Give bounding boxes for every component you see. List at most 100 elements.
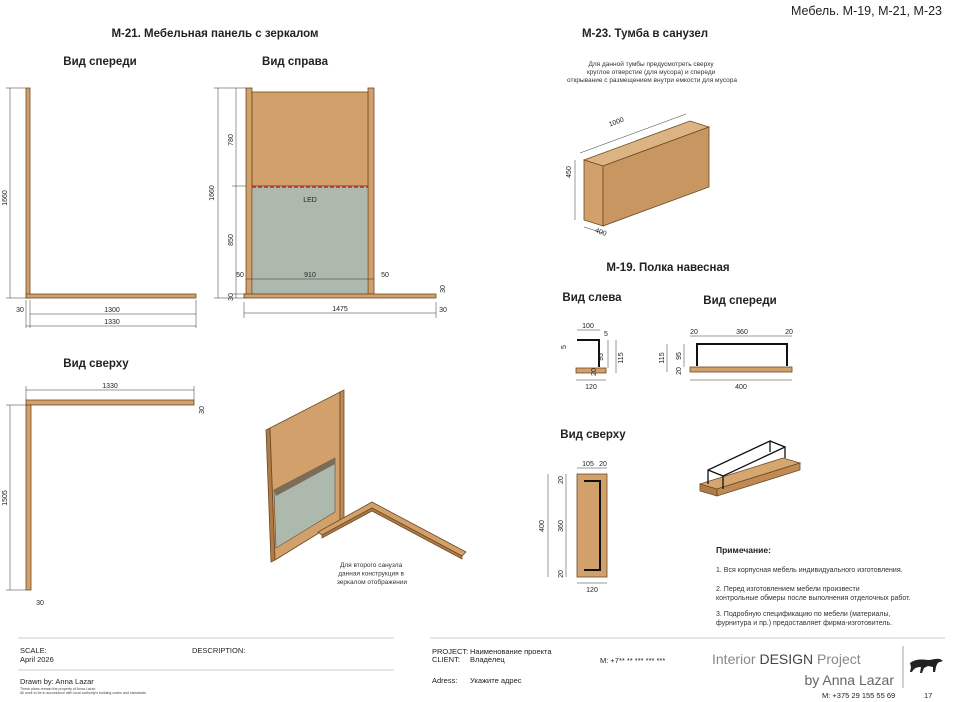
right-base-panel bbox=[243, 293, 437, 299]
iso-base-edge bbox=[321, 507, 463, 560]
iso-mirror bbox=[273, 457, 336, 549]
designer-phone: M: +375 29 155 55 69 bbox=[822, 691, 895, 700]
client-label: CLIENT: bbox=[432, 655, 460, 664]
m19-shelf-iso bbox=[698, 439, 802, 497]
top-thk-dim: 30 bbox=[199, 406, 206, 414]
top-w20-dim: 20 bbox=[599, 461, 607, 468]
right-left-side bbox=[245, 87, 253, 295]
front-width-inner-dim: 1300 bbox=[104, 307, 120, 314]
cabinet-front bbox=[583, 159, 604, 227]
left-gap-dim: 5 bbox=[604, 331, 608, 338]
m23-cabinet-iso: 1000 450 400 bbox=[566, 113, 711, 238]
right-height-total-dim: 1660 bbox=[209, 185, 216, 201]
adress-value: Укажите адрес bbox=[470, 676, 522, 685]
fine-print-1: These plans remain the property of Anna … bbox=[20, 687, 96, 691]
m19-title: М-19. Полка навесная bbox=[606, 262, 729, 274]
drawn-by: Drawn by: Anna Lazar bbox=[20, 677, 94, 686]
front-vertical-panel bbox=[25, 87, 31, 299]
note-item-3: 3. Подробную спецификацию по мебели (мат… bbox=[716, 610, 892, 627]
m21-title: М-21. Мебельная панель с зеркалом bbox=[111, 28, 318, 40]
shelf-left-board bbox=[575, 367, 607, 374]
note-item-1: 1. Вся корпусная мебель индивидуального … bbox=[716, 566, 903, 574]
shelf-front-board bbox=[689, 366, 793, 373]
project-label: PROJECT: bbox=[432, 647, 468, 656]
m19-top-view: 105 20 400 20 360 20 120 bbox=[539, 461, 608, 594]
cabinet-depth-dim: 400 bbox=[594, 227, 607, 238]
page-number: 17 bbox=[924, 691, 932, 700]
m19-top-view-label: Вид сверху bbox=[560, 429, 626, 441]
top-b20-dim: 20 bbox=[558, 570, 565, 578]
right-side-right-dim: 50 bbox=[381, 272, 389, 279]
m19-left-view-label: Вид слева bbox=[562, 292, 622, 304]
m21-front-view-label: Вид спереди bbox=[63, 56, 136, 68]
front-height-dim: 1660 bbox=[2, 190, 9, 206]
shelf-top-board bbox=[576, 473, 608, 578]
right-mirror bbox=[251, 185, 369, 295]
right-base-dim: 30 bbox=[228, 293, 235, 301]
m21-top-view: 1330 30 1505 30 bbox=[2, 383, 206, 607]
client-phone: M: +7** ** *** *** *** bbox=[600, 656, 665, 665]
left-top-dim: 100 bbox=[582, 323, 594, 330]
front-base-thk-dim: 30 bbox=[16, 307, 24, 314]
top-vertical-panel bbox=[25, 404, 32, 591]
shelf-iso-bracket bbox=[707, 439, 786, 489]
front-base-panel bbox=[25, 293, 197, 299]
project-value: Наименование проекта bbox=[470, 647, 552, 656]
top-inner-dim: 360 bbox=[558, 520, 565, 532]
right-total-width-dim: 1475 bbox=[332, 306, 348, 313]
m23-note: Для данной тумбы предусмотреть сверху кр… bbox=[567, 60, 737, 84]
m19-front-view-label: Вид спереди bbox=[703, 295, 776, 307]
front-width-dim: 400 bbox=[735, 384, 747, 391]
fine-print-2: All work to be in accordance with local … bbox=[20, 691, 147, 695]
m21-top-view-label: Вид сверху bbox=[63, 358, 129, 370]
top-w105-dim: 105 bbox=[582, 461, 594, 468]
note-item-2: 2. Перед изготовлением мебели произвести… bbox=[716, 585, 911, 602]
sheet-title: Мебель. М-19, М-21, М-23 bbox=[791, 4, 942, 18]
panther-logo-icon bbox=[910, 658, 943, 673]
front-base-dim: 20 bbox=[676, 367, 683, 375]
right-end-thk-dim: 30 bbox=[440, 285, 447, 293]
m21-front-view: 1660 1300 30 1330 bbox=[2, 87, 197, 328]
left-small-dim: 5 bbox=[561, 345, 568, 349]
m23-title: М-23. Тумба в санузел bbox=[582, 28, 708, 40]
description-label: DESCRIPTION: bbox=[192, 646, 245, 655]
top-width-dim-m19: 120 bbox=[586, 587, 598, 594]
scale-value: April 2026 bbox=[20, 655, 54, 664]
cabinet-height-dim: 450 bbox=[566, 166, 573, 178]
right-side-left-dim: 50 bbox=[236, 272, 244, 279]
m19-left-view: 100 5 5 95 115 20 120 bbox=[561, 323, 625, 391]
top-total-dim: 400 bbox=[539, 520, 546, 532]
iso-mirror-frame bbox=[274, 458, 335, 496]
front-r20-dim: 20 bbox=[785, 329, 793, 336]
m19-front-view: 20 360 20 115 95 20 400 bbox=[659, 329, 793, 391]
iso-panel-side bbox=[339, 389, 345, 521]
right-upper-panel bbox=[251, 91, 369, 187]
top-horizontal-panel bbox=[25, 399, 195, 406]
notes-heading: Примечание: bbox=[716, 545, 771, 555]
front-width-total-dim: 1330 bbox=[104, 319, 120, 326]
right-lower-dim: 850 bbox=[228, 234, 235, 246]
brand-title: Interior DESIGN Project bbox=[712, 651, 861, 667]
front-h95-dim: 95 bbox=[676, 352, 683, 360]
left-width-dim: 120 bbox=[585, 384, 597, 391]
client-value: Владелец bbox=[470, 655, 505, 664]
front-mid-dim: 360 bbox=[736, 329, 748, 336]
right-upper-dim: 780 bbox=[228, 134, 235, 146]
left-h95-dim: 95 bbox=[598, 353, 605, 361]
left-base-dim: 20 bbox=[591, 368, 598, 376]
top-width-dim: 1330 bbox=[102, 383, 118, 390]
shelf-iso-side bbox=[716, 462, 801, 497]
top-t20-dim: 20 bbox=[558, 476, 565, 484]
top-depth-dim: 1505 bbox=[2, 490, 9, 506]
top-thk-bottom-dim: 30 bbox=[36, 600, 44, 607]
title-block: SCALE: April 2026 DESCRIPTION: Drawn by:… bbox=[18, 637, 945, 700]
m21-right-view: LED 1660 780 850 30 50 910 50 1475 30 30 bbox=[209, 87, 447, 318]
front-h115-dim: 115 bbox=[659, 352, 666, 363]
shelf-left-bracket bbox=[577, 339, 600, 367]
m21-iso-view: Для второго санузла данная конструкция в… bbox=[265, 389, 467, 586]
front-l20-dim: 20 bbox=[690, 329, 698, 336]
right-right-side bbox=[367, 87, 375, 295]
iso-note: Для второго санузла данная конструкция в… bbox=[337, 562, 408, 586]
notes-block: Примечание: 1. Вся корпусная мебель инди… bbox=[716, 545, 911, 627]
